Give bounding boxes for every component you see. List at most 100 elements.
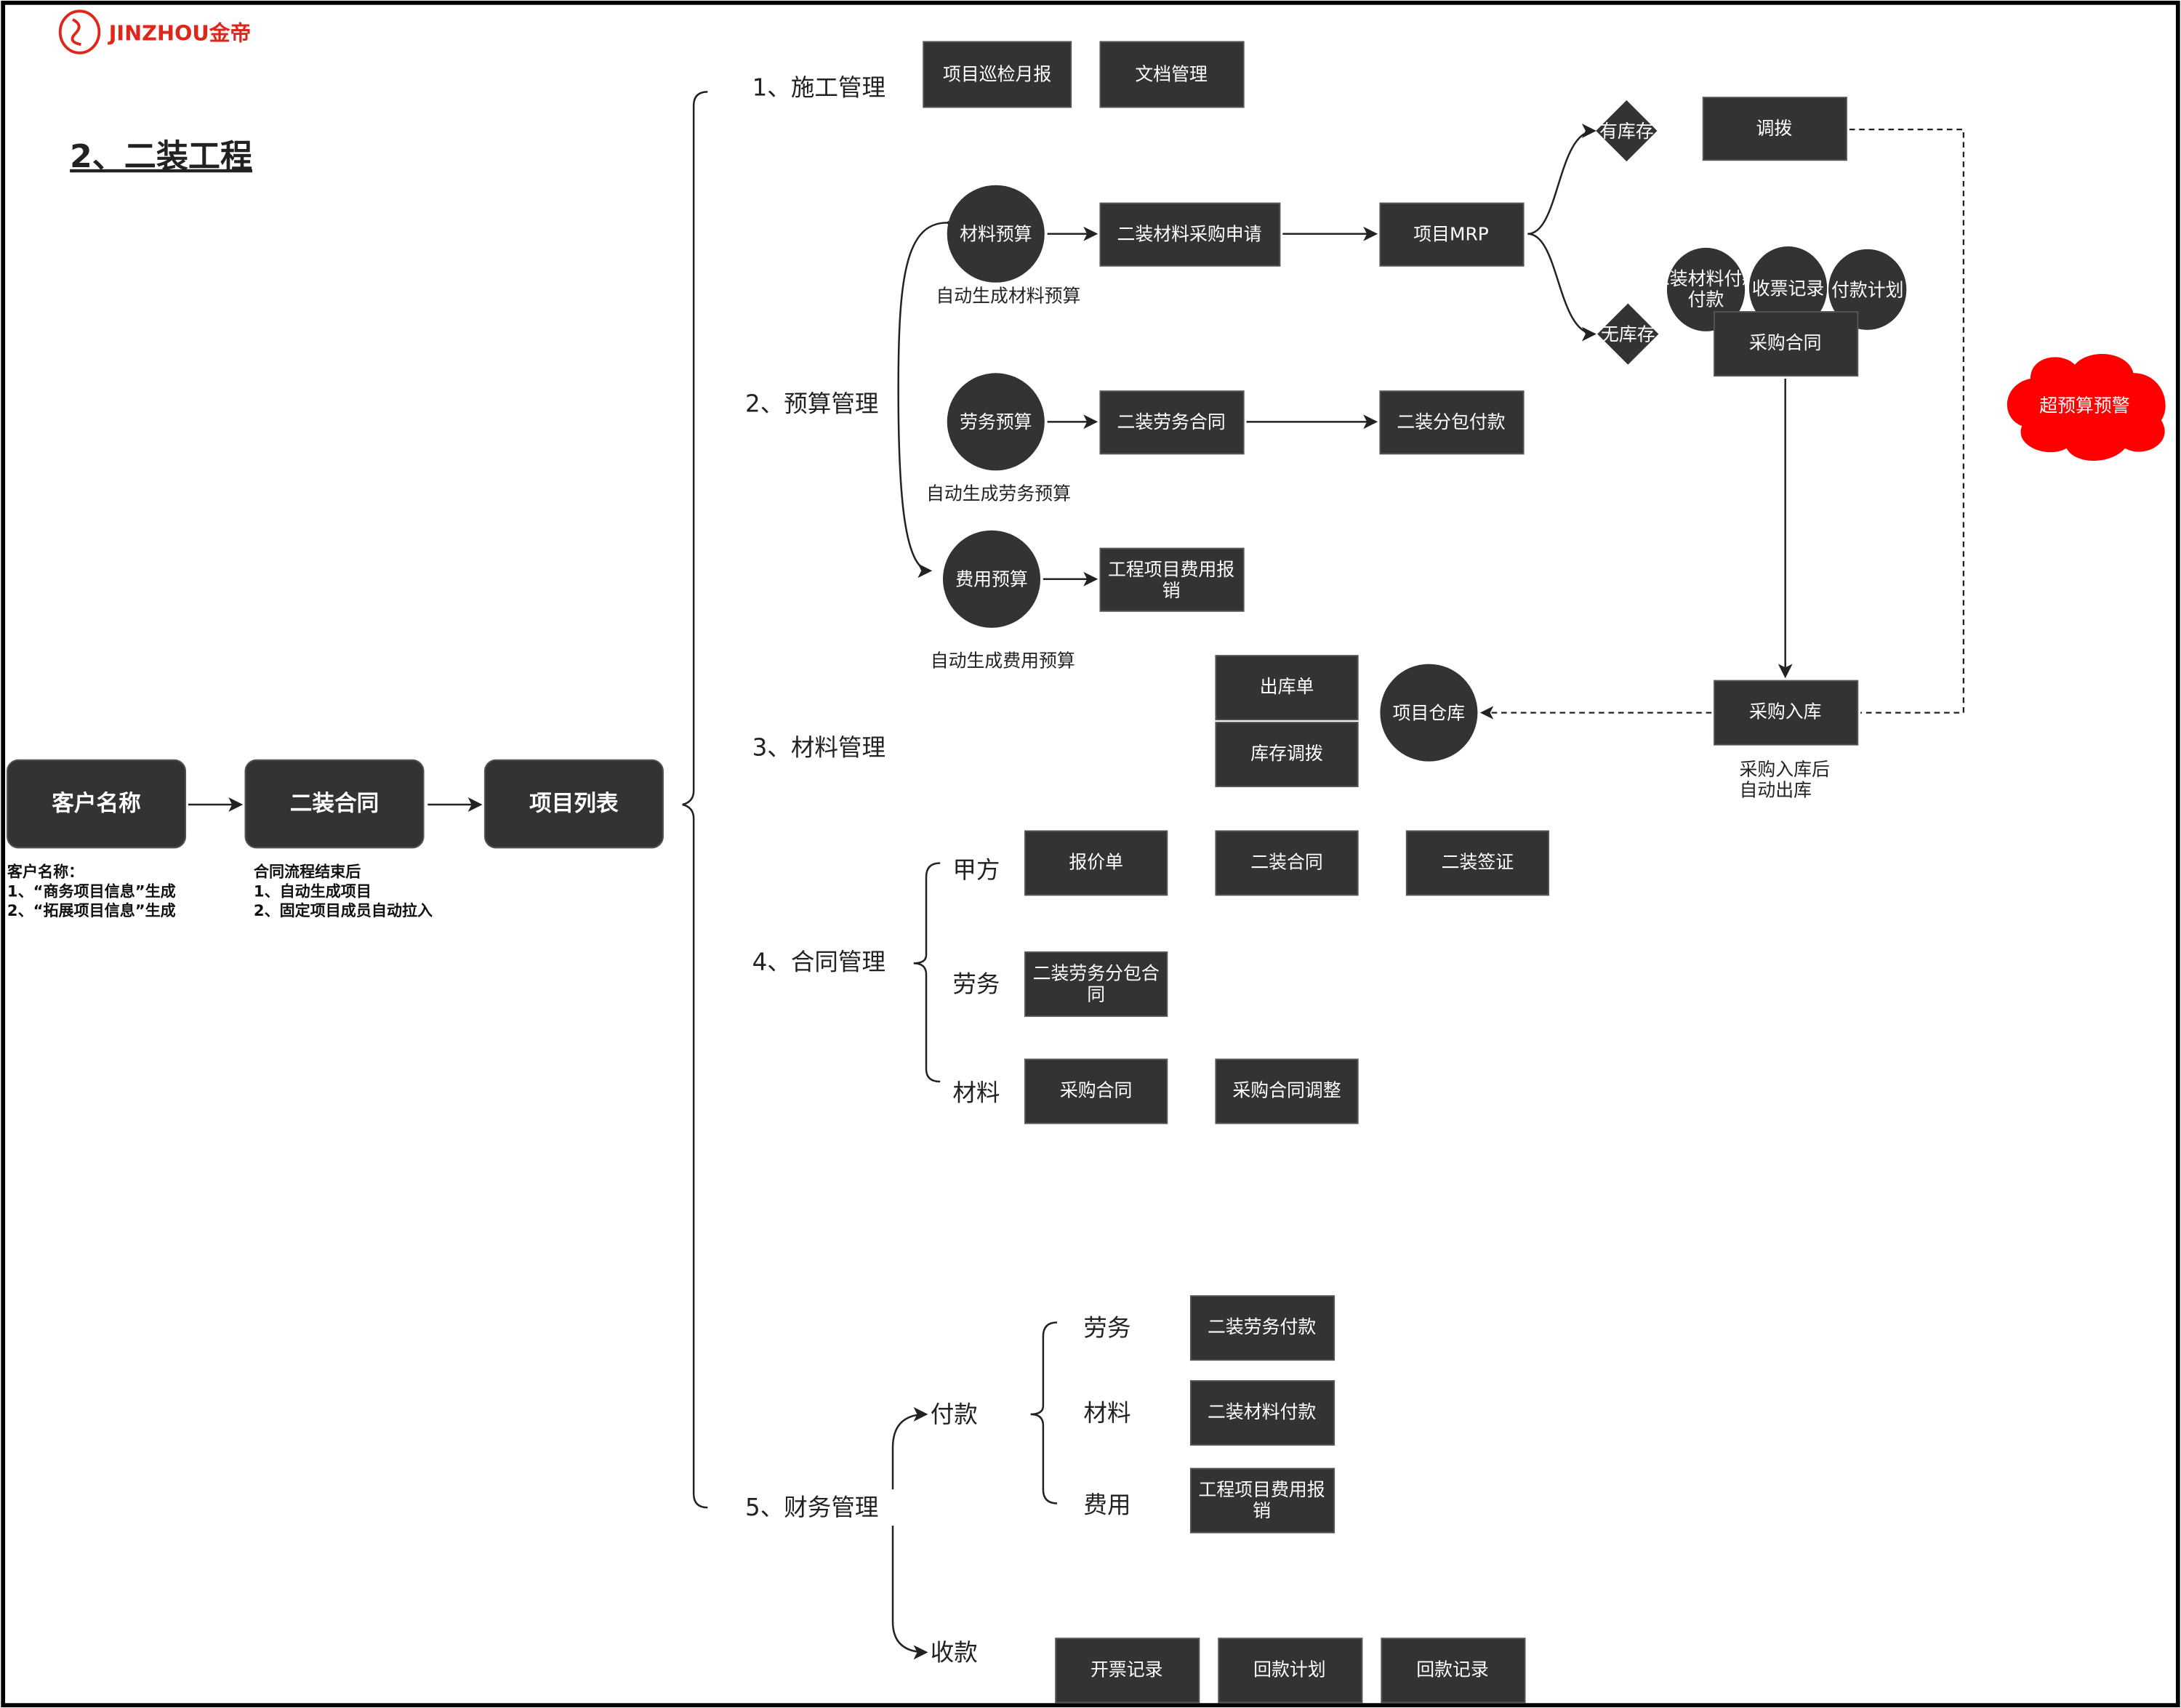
node-transfer[interactable]: 调拨 — [1702, 97, 1847, 161]
caption: 自动生成劳务预算 — [926, 483, 1071, 504]
svg-text:出库单: 出库单 — [1260, 676, 1314, 697]
caption: 自动生成费用预算 — [931, 650, 1075, 671]
arrow — [891, 1406, 928, 1490]
node-warehouse[interactable]: 项目仓库 — [1380, 664, 1478, 762]
node-contract[interactable]: 二装合同 — [244, 759, 425, 849]
node-quotation[interactable]: 报价单 — [1024, 830, 1168, 896]
label-expense: 费用 — [1083, 1491, 1130, 1518]
svg-text:材料预算: 材料预算 — [960, 224, 1032, 245]
svg-text:工程项目费用报: 工程项目费用报 — [1108, 559, 1234, 580]
svg-text:采购合同: 采购合同 — [1060, 1080, 1133, 1101]
svg-text:项目列表: 项目列表 — [529, 791, 619, 817]
node-purchase-contract-adjust[interactable]: 采购合同调整 — [1215, 1058, 1359, 1124]
section-budget: 2、预算管理 — [745, 390, 878, 417]
svg-text:调拨: 调拨 — [1756, 118, 1793, 139]
svg-text:客户名称: 客户名称 — [52, 791, 141, 817]
section-construction: 1、施工管理 — [752, 74, 885, 102]
node-material-payment-2[interactable]: 二装材料付款 — [1189, 1379, 1335, 1446]
svg-text:有库存: 有库存 — [1599, 121, 1654, 142]
svg-text:付款: 付款 — [1688, 289, 1724, 310]
payment-brace — [1030, 1321, 1058, 1504]
svg-text:JINZHOU金帝: JINZHOU金帝 — [108, 21, 251, 46]
node-purchase-contract[interactable]: 采购合同 — [1714, 311, 1859, 377]
node-purchase-request[interactable]: 二装材料采购申请 — [1099, 202, 1281, 267]
svg-text:二装劳务付款: 二装劳务付款 — [1208, 1316, 1316, 1337]
label-labor: 劳务 — [952, 970, 1000, 998]
label-material: 材料 — [1083, 1399, 1130, 1427]
svg-text:销: 销 — [1253, 1500, 1271, 1521]
svg-text:二装材料付款: 二装材料付款 — [1208, 1401, 1316, 1422]
svg-text:项目仓库: 项目仓库 — [1393, 703, 1466, 724]
svg-text:2、固定项目成员自动拉入: 2、固定项目成员自动拉入 — [254, 901, 433, 919]
node-subcontract-payment[interactable]: 二装分包付款 — [1379, 390, 1525, 455]
node-collection-record[interactable]: 回款记录 — [1381, 1637, 1526, 1704]
node-outbound[interactable]: 出库单 — [1215, 655, 1359, 721]
node-labor-contract[interactable]: 二装劳务合同 — [1099, 390, 1245, 455]
svg-text:同: 同 — [1087, 983, 1105, 1004]
node-invoice-record[interactable]: 收票记录 — [1748, 246, 1828, 330]
svg-text:二装劳务分包合: 二装劳务分包合 — [1033, 963, 1160, 984]
node-project-list[interactable]: 项目列表 — [483, 759, 664, 849]
svg-text:项目MRP: 项目MRP — [1413, 224, 1489, 245]
node-material-budget[interactable]: 材料预算 — [947, 185, 1045, 283]
node-document-management[interactable]: 文档管理 — [1099, 41, 1245, 108]
caption: 采购入库后 — [1740, 759, 1830, 780]
decision-in-stock: 有库存 — [1596, 100, 1658, 162]
svg-text:二装合同: 二装合同 — [1250, 851, 1323, 872]
svg-text:采购入库: 采购入库 — [1749, 701, 1821, 722]
node-invoice-record-2[interactable]: 开票记录 — [1055, 1637, 1200, 1704]
contract-note: 合同流程结束后 1、自动生成项目 2、固定项目成员自动拉入 — [254, 863, 433, 920]
node-visa[interactable]: 二装签证 — [1405, 830, 1550, 896]
svg-text:二装劳务合同: 二装劳务合同 — [1117, 411, 1225, 432]
section-finance: 5、财务管理 — [745, 1494, 878, 1521]
svg-text:开票记录: 开票记录 — [1090, 1659, 1163, 1680]
svg-text:1、自动生成项目: 1、自动生成项目 — [254, 882, 371, 900]
svg-text:销: 销 — [1162, 580, 1181, 601]
svg-text:工程项目费用报: 工程项目费用报 — [1199, 1479, 1325, 1500]
svg-text:合同流程结束后: 合同流程结束后 — [254, 863, 361, 881]
node-labor-budget[interactable]: 劳务预算 — [947, 373, 1045, 471]
node-purchase-contract-2[interactable]: 采购合同 — [1024, 1058, 1168, 1124]
node-purchase-in[interactable]: 采购入库 — [1714, 680, 1859, 746]
node-collection-plan[interactable]: 回款计划 — [1218, 1637, 1363, 1704]
node-stock-transfer[interactable]: 库存调拨 — [1215, 722, 1359, 788]
svg-text:超预算预警: 超预算预警 — [2039, 395, 2129, 416]
page-title: 2、二装工程 — [70, 138, 252, 175]
svg-text:二装分包付款: 二装分包付款 — [1397, 411, 1505, 432]
label-payment: 付款 — [931, 1401, 978, 1428]
label-receipt: 收款 — [931, 1638, 978, 1666]
svg-text:文档管理: 文档管理 — [1135, 63, 1208, 84]
arrow — [891, 1526, 928, 1660]
node-mrp[interactable]: 项目MRP — [1379, 202, 1525, 267]
svg-text:收票记录: 收票记录 — [1752, 278, 1825, 299]
node-contract-2[interactable]: 二装合同 — [1215, 830, 1359, 896]
label-party-a: 甲方 — [952, 856, 1000, 884]
section-contract: 4、合同管理 — [752, 948, 885, 975]
arrow — [1527, 124, 1596, 235]
budget-connector — [897, 215, 960, 579]
svg-text:劳务预算: 劳务预算 — [960, 411, 1032, 432]
svg-text:报价单: 报价单 — [1069, 851, 1123, 872]
node-inspection-report[interactable]: 项目巡检月报 — [923, 41, 1072, 108]
svg-text:库存调拨: 库存调拨 — [1250, 743, 1323, 764]
dashed-connector — [1849, 128, 1965, 714]
svg-text:付款计划: 付款计划 — [1831, 279, 1904, 300]
label-labor: 劳务 — [1083, 1314, 1130, 1342]
svg-text:二装材料采购申请: 二装材料采购申请 — [1117, 224, 1261, 245]
svg-text:回款记录: 回款记录 — [1416, 1659, 1489, 1680]
svg-text:二装合同: 二装合同 — [290, 791, 379, 817]
node-expense-budget[interactable]: 费用预算 — [942, 530, 1041, 628]
node-payment-plan[interactable]: 付款计划 — [1828, 249, 1907, 330]
node-labor-payment[interactable]: 二装劳务付款 — [1189, 1295, 1335, 1361]
svg-text:客户名称：: 客户名称： — [7, 863, 84, 881]
svg-text:无库存: 无库存 — [1601, 324, 1655, 345]
caption: 自动出库 — [1740, 780, 1812, 801]
over-budget-cloud: 超预算预警 — [2007, 354, 2166, 461]
caption: 自动生成材料预算 — [936, 286, 1080, 307]
node-customer[interactable]: 客户名称 — [6, 759, 187, 849]
